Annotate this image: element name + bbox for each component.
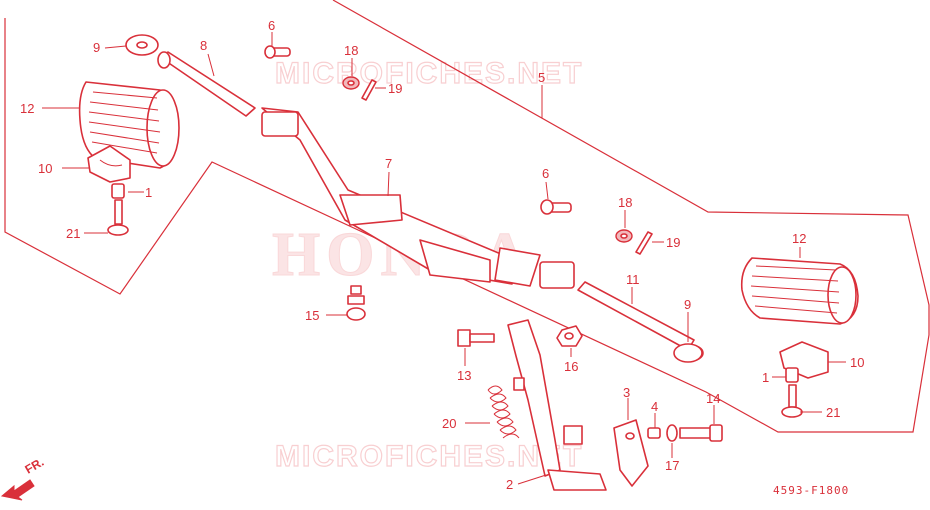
callout-13: 13 bbox=[457, 368, 471, 383]
callout-2: 2 bbox=[506, 477, 513, 492]
watermark-top: MICROFICHES.NET bbox=[275, 57, 583, 90]
callout-14: 14 bbox=[706, 391, 720, 406]
callout-1-left: 1 bbox=[145, 185, 152, 200]
watermark-bottom: MICROFICHES.NET bbox=[275, 440, 583, 473]
cotter-pin-19-top bbox=[361, 79, 377, 101]
callout-4: 4 bbox=[651, 399, 658, 414]
right-washer-9 bbox=[673, 343, 703, 363]
callout-12-right: 12 bbox=[792, 231, 806, 246]
left-footpeg-rubber bbox=[78, 81, 180, 169]
footpeg-bar-8 bbox=[157, 51, 256, 117]
bolt-13 bbox=[457, 329, 495, 347]
callout-8: 8 bbox=[200, 38, 207, 53]
callout-16: 16 bbox=[564, 359, 578, 374]
callout-3: 3 bbox=[623, 385, 630, 400]
left-bolt-21 bbox=[107, 199, 129, 236]
nut-15 bbox=[346, 285, 366, 321]
cotter-pin-19-mid bbox=[635, 231, 653, 255]
left-bracket-10 bbox=[87, 145, 131, 183]
bracket-3 bbox=[613, 419, 649, 487]
callout-9-right: 9 bbox=[684, 297, 691, 312]
callout-11: 11 bbox=[626, 272, 640, 287]
callout-10-right: 10 bbox=[850, 355, 864, 370]
callout-5: 5 bbox=[538, 70, 545, 85]
right-bolt-21 bbox=[781, 384, 803, 418]
callout-9-left: 9 bbox=[93, 40, 100, 55]
callout-21-left: 21 bbox=[66, 226, 80, 241]
callout-6-top: 6 bbox=[268, 18, 275, 33]
diagram-code: 4593-F1800 bbox=[773, 484, 849, 497]
callout-18-top: 18 bbox=[344, 43, 358, 58]
bolt-14 bbox=[679, 424, 723, 442]
collar-4 bbox=[647, 427, 661, 439]
spring-20 bbox=[487, 385, 520, 439]
washer-17 bbox=[666, 424, 678, 442]
callout-21-right: 21 bbox=[826, 405, 840, 420]
right-collar-1 bbox=[785, 367, 799, 383]
pin-6-top bbox=[264, 45, 291, 59]
callout-19-top: 19 bbox=[388, 81, 402, 96]
front-direction-arrow: FR. bbox=[0, 455, 47, 501]
left-washer-9 bbox=[125, 34, 159, 56]
right-footpeg-rubber bbox=[740, 257, 859, 325]
assembly-border bbox=[4, 0, 930, 433]
callout-10-left: 10 bbox=[38, 161, 52, 176]
callout-12-left: 12 bbox=[20, 101, 34, 116]
callout-18-mid: 18 bbox=[618, 195, 632, 210]
callout-17: 17 bbox=[665, 458, 679, 473]
front-direction-label: FR. bbox=[23, 455, 47, 477]
callout-15: 15 bbox=[305, 308, 319, 323]
callout-7: 7 bbox=[385, 156, 392, 171]
pin-6-mid bbox=[540, 199, 572, 215]
footpeg-bar-7 bbox=[261, 107, 575, 289]
left-collar-1 bbox=[111, 183, 125, 199]
nut-16 bbox=[556, 325, 583, 347]
callout-19-mid: 19 bbox=[666, 235, 680, 250]
washer-18-top bbox=[342, 76, 360, 90]
leader-lines bbox=[42, 32, 846, 485]
callout-6-mid: 6 bbox=[542, 166, 549, 181]
washer-18-mid bbox=[615, 229, 633, 243]
callout-20: 20 bbox=[442, 416, 456, 431]
side-stand-2 bbox=[507, 319, 607, 491]
callout-1-right: 1 bbox=[762, 370, 769, 385]
